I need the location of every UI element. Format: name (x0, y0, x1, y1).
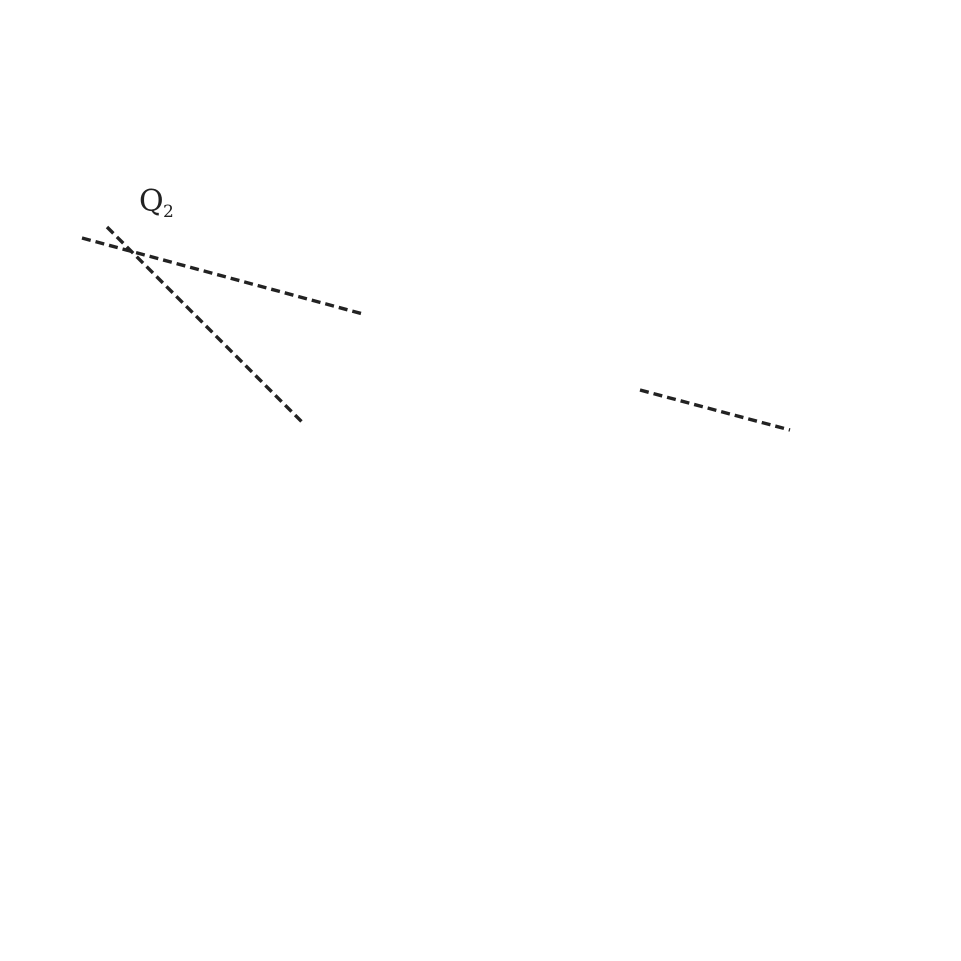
point-label-main: Q (139, 184, 164, 219)
point-label-subscript: 2 (163, 202, 174, 222)
dashed-line-3 (639, 388, 791, 432)
dashed-line-1 (81, 236, 364, 316)
dashed-line-2 (105, 225, 307, 427)
point-label-q2: Q 2 (139, 184, 174, 222)
